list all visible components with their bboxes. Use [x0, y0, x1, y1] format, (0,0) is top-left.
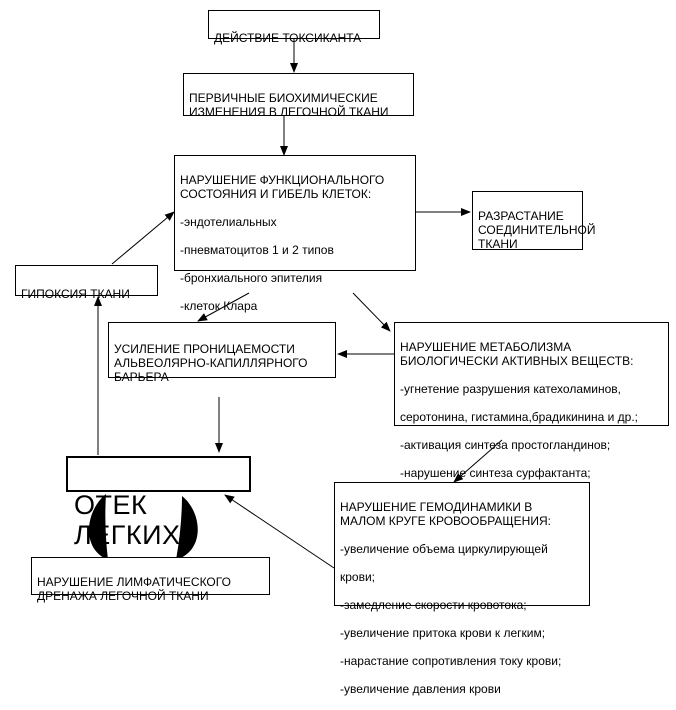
primary-changes-label: ПЕРВИЧНЫЕ БИОХИМИЧЕСКИЕ ИЗМЕНЕНИЯ В ЛЕГО…	[189, 91, 389, 119]
connector-layer	[88, 38, 503, 569]
arrow-hemodynamics-to-edema	[224, 494, 335, 569]
arrow-dysfunction-to-metabolism	[352, 292, 391, 332]
hemodynamics-item: -увеличение притока крови к легким;	[340, 626, 546, 640]
hemodynamics-title: НАРУШЕНИЕ ГЕМОДИНАМИКИ В МАЛОМ КРУГЕ КРО…	[340, 500, 551, 528]
metabolism-item: -угнетение разрушения катехоламинов,	[400, 382, 621, 396]
lung-edema-label: ОТЕК ЛЕГКИХ	[74, 490, 181, 550]
right-lung-shape	[176, 496, 198, 560]
hemodynamics-box: НАРУШЕНИЕ ГЕМОДИНАМИКИ В МАЛОМ КРУГЕ КРО…	[334, 482, 590, 696]
hypoxia-box: ГИПОКСИЯ ТКАНИ	[15, 265, 158, 301]
dysfunction-item: -пневматоцитов 1 и 2 типов	[180, 243, 334, 257]
dysfunction-title: НАРУШЕНИЕ ФУНКЦИОНАЛЬНОГО СОСТОЯНИЯ И ГИ…	[180, 173, 385, 201]
lymphatic-box: НАРУШЕНИЕ ЛИМФАТИЧЕСКОГО ДРЕНАЖА ЛЕГОЧНО…	[31, 557, 270, 603]
hemodynamics-item: -нарастание сопротивления току крови;	[340, 654, 562, 668]
arrow-metabolism-to-hemodynamics	[453, 439, 503, 483]
arrow-dysfunction-to-permeability	[197, 292, 250, 322]
connective-tissue-box: РАЗРАСТАНИЕ СОЕДИНИТЕЛЬНОЙ ТКАНИ	[472, 191, 596, 251]
metabolism-item: -нарушение синтеза сурфактанта;	[400, 466, 591, 480]
metabolism-item: -активация синтеза простогландинов;	[400, 438, 611, 452]
left-lung-shape	[88, 494, 108, 560]
hypoxia-label: ГИПОКСИЯ ТКАНИ	[21, 287, 130, 301]
toxicant-label: ДЕЙСТВИЕ ТОКСИКАНТА	[214, 31, 362, 45]
hemodynamics-item: -замедление скорости кровотока;	[340, 598, 527, 612]
arrow-hypoxia-to-dysfunction	[111, 211, 175, 265]
metabolism-item: серотонина, гистамина,брадикинина и др.;	[400, 410, 639, 424]
permeability-box: УСИЛЕНИЕ ПРОНИЦАЕМОСТИ АЛЬВЕОЛЯРНО-КАПИЛ…	[108, 322, 336, 384]
permeability-label: УСИЛЕНИЕ ПРОНИЦАЕМОСТИ АЛЬВЕОЛЯРНО-КАПИЛ…	[114, 342, 308, 384]
hemodynamics-item: крови;	[340, 570, 376, 584]
dysfunction-box: НАРУШЕНИЕ ФУНКЦИОНАЛЬНОГО СОСТОЯНИЯ И ГИ…	[174, 155, 416, 341]
lymphatic-label: НАРУШЕНИЕ ЛИМФАТИЧЕСКОГО ДРЕНАЖА ЛЕГОЧНО…	[37, 575, 231, 603]
dysfunction-item: -клеток Клара	[180, 299, 258, 313]
dysfunction-item: -бронхиального эпителия	[180, 271, 323, 285]
toxicant-box: ДЕЙСТВИЕ ТОКСИКАНТА	[208, 10, 380, 45]
hemodynamics-item: -увеличение давления крови	[340, 682, 501, 696]
metabolism-title: НАРУШЕНИЕ МЕТАБОЛИЗМА БИОЛОГИЧЕСКИ АКТИВ…	[400, 340, 634, 368]
hemodynamics-item: -увеличение объема циркулирующей	[340, 542, 548, 556]
lung-edema-box: ОТЕК ЛЕГКИХ	[66, 456, 251, 550]
connective-tissue-label: РАЗРАСТАНИЕ СОЕДИНИТЕЛЬНОЙ ТКАНИ	[478, 209, 596, 251]
primary-changes-box: ПЕРВИЧНЫЕ БИОХИМИЧЕСКИЕ ИЗМЕНЕНИЯ В ЛЕГО…	[183, 73, 414, 119]
dysfunction-item: -эндотелиальных	[180, 215, 277, 229]
metabolism-box: НАРУШЕНИЕ МЕТАБОЛИЗМА БИОЛОГИЧЕСКИ АКТИВ…	[394, 322, 669, 480]
